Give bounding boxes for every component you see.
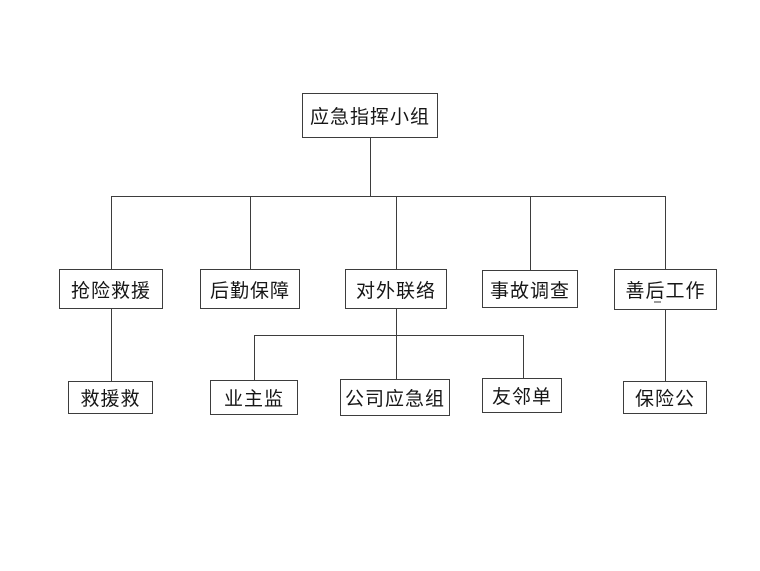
node-insurance-company: 保险公 [623,381,707,414]
node-label: 保险公 [634,388,695,410]
node-label: 救援救 [80,388,141,410]
node-logistics-support: 后勤保障 [200,269,300,309]
node-label: 善后工作 [625,280,706,302]
node-label: 业主监 [223,388,284,410]
connector-aftermath-down [665,310,666,381]
connector-sub-right-drop [523,335,524,378]
connector-drop-investigation [530,196,531,270]
connector-main-horizontal [111,196,665,197]
stray-dash-mark [654,301,661,303]
connector-sub-horizontal [254,335,523,336]
node-neighboring-unit: 友邻单 [482,378,562,413]
node-label: 抢险救援 [70,279,151,302]
node-aftermath-work: 善后工作 [614,269,717,310]
node-label: 事故调查 [489,279,570,302]
node-company-emergency-group: 公司应急组 [340,379,450,416]
node-emergency-command-group: 应急指挥小组 [302,93,438,138]
node-label: 公司应急组 [344,388,445,410]
connector-sub-left-drop [254,335,255,380]
node-label: 应急指挥小组 [309,106,430,128]
node-accident-investigation: 事故调查 [482,270,578,308]
connector-root-down [370,138,371,196]
node-label: 对外联络 [355,279,436,302]
connector-drop-logistics [250,196,251,269]
node-external-liaison: 对外联络 [345,269,447,309]
connector-rescue-down [111,309,112,381]
node-owner-supervision: 业主监 [210,380,298,415]
node-rescue-aid: 救援救 [68,381,153,414]
node-label: 友邻单 [491,386,552,408]
connector-liaison-down [396,309,397,379]
node-rescue: 抢险救援 [59,269,163,309]
connector-drop-aftermath [665,196,666,269]
node-label: 后勤保障 [209,279,290,302]
connector-drop-liaison [396,196,397,269]
connector-drop-rescue [111,196,112,269]
